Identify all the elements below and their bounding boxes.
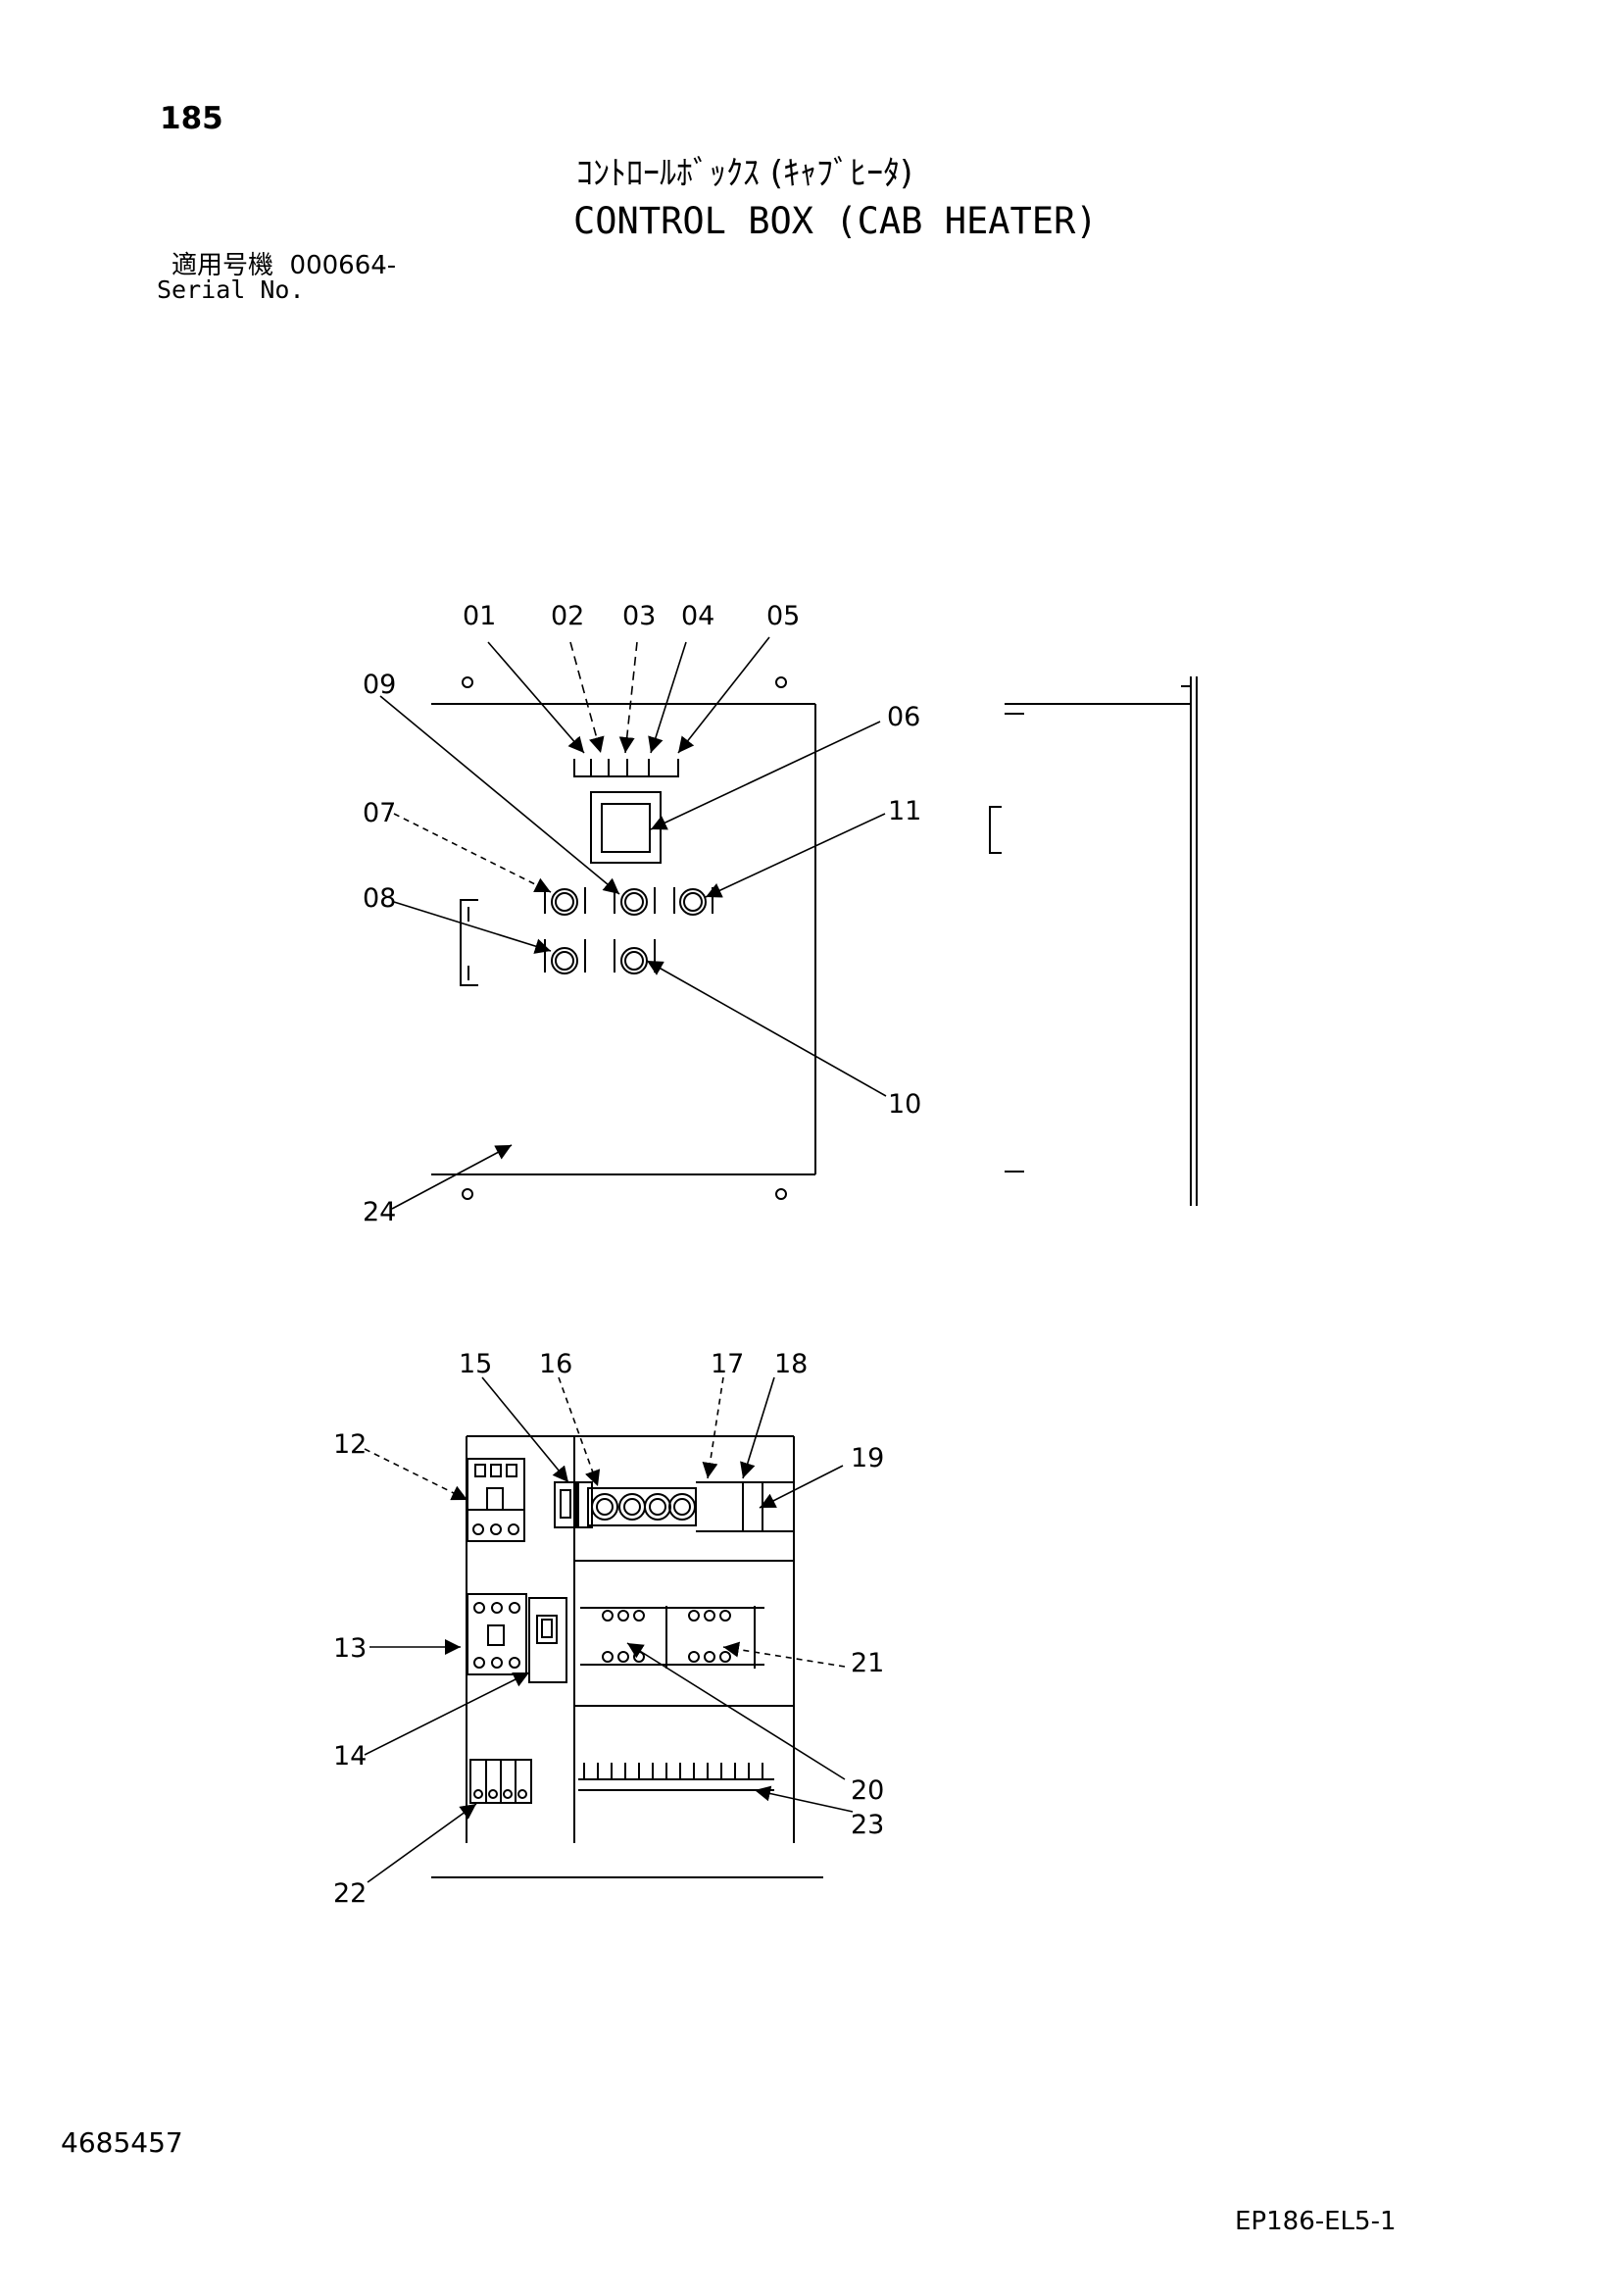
title-english: CONTROL BOX (CAB HEATER) (573, 200, 1098, 242)
callout-17: 17 (711, 1349, 744, 1379)
panel-front-view (431, 676, 816, 1200)
callout-20: 20 (851, 1775, 884, 1806)
sheet-code: EP186-EL5-1 (1235, 2207, 1397, 2236)
callout-04: 04 (681, 601, 714, 631)
document-number: 4685457 (61, 2126, 183, 2159)
callout-14: 14 (333, 1741, 367, 1772)
callout-16: 16 (539, 1349, 572, 1379)
callout-19: 19 (851, 1443, 884, 1473)
callout-08: 08 (363, 883, 396, 914)
callout-labels: 01 02 03 04 05 06 07 08 09 10 11 12 13 1… (333, 601, 921, 1909)
leader-lines (364, 636, 887, 1883)
callout-02: 02 (551, 601, 584, 631)
callout-15: 15 (459, 1349, 492, 1379)
serial-label-en: Serial No. (157, 275, 305, 304)
page-number: 185 (160, 101, 223, 136)
serial-value: 000664- (289, 251, 397, 280)
callout-13: 13 (333, 1633, 367, 1664)
callout-03: 03 (622, 601, 656, 631)
callout-10: 10 (888, 1089, 921, 1120)
callout-09: 09 (363, 670, 396, 700)
serial-line: 適用号機 000664- (172, 253, 396, 278)
title-japanese: ｺﾝﾄﾛｰﾙﾎﾞｯｸｽ (ｷｬﾌﾞﾋｰﾀ) (576, 154, 913, 193)
callout-22: 22 (333, 1878, 367, 1909)
callout-18: 18 (774, 1349, 808, 1379)
callout-24: 24 (363, 1197, 396, 1227)
interior-view (431, 1435, 823, 1878)
callout-11: 11 (888, 796, 921, 826)
panel-side-view (989, 676, 1198, 1206)
callout-07: 07 (363, 798, 396, 828)
callout-23: 23 (851, 1810, 884, 1840)
callout-05: 05 (766, 601, 800, 631)
callout-12: 12 (333, 1429, 367, 1460)
callout-21: 21 (851, 1648, 884, 1678)
callout-06: 06 (887, 702, 920, 732)
callout-01: 01 (463, 601, 496, 631)
serial-label-jp: 適用号機 (172, 251, 274, 280)
